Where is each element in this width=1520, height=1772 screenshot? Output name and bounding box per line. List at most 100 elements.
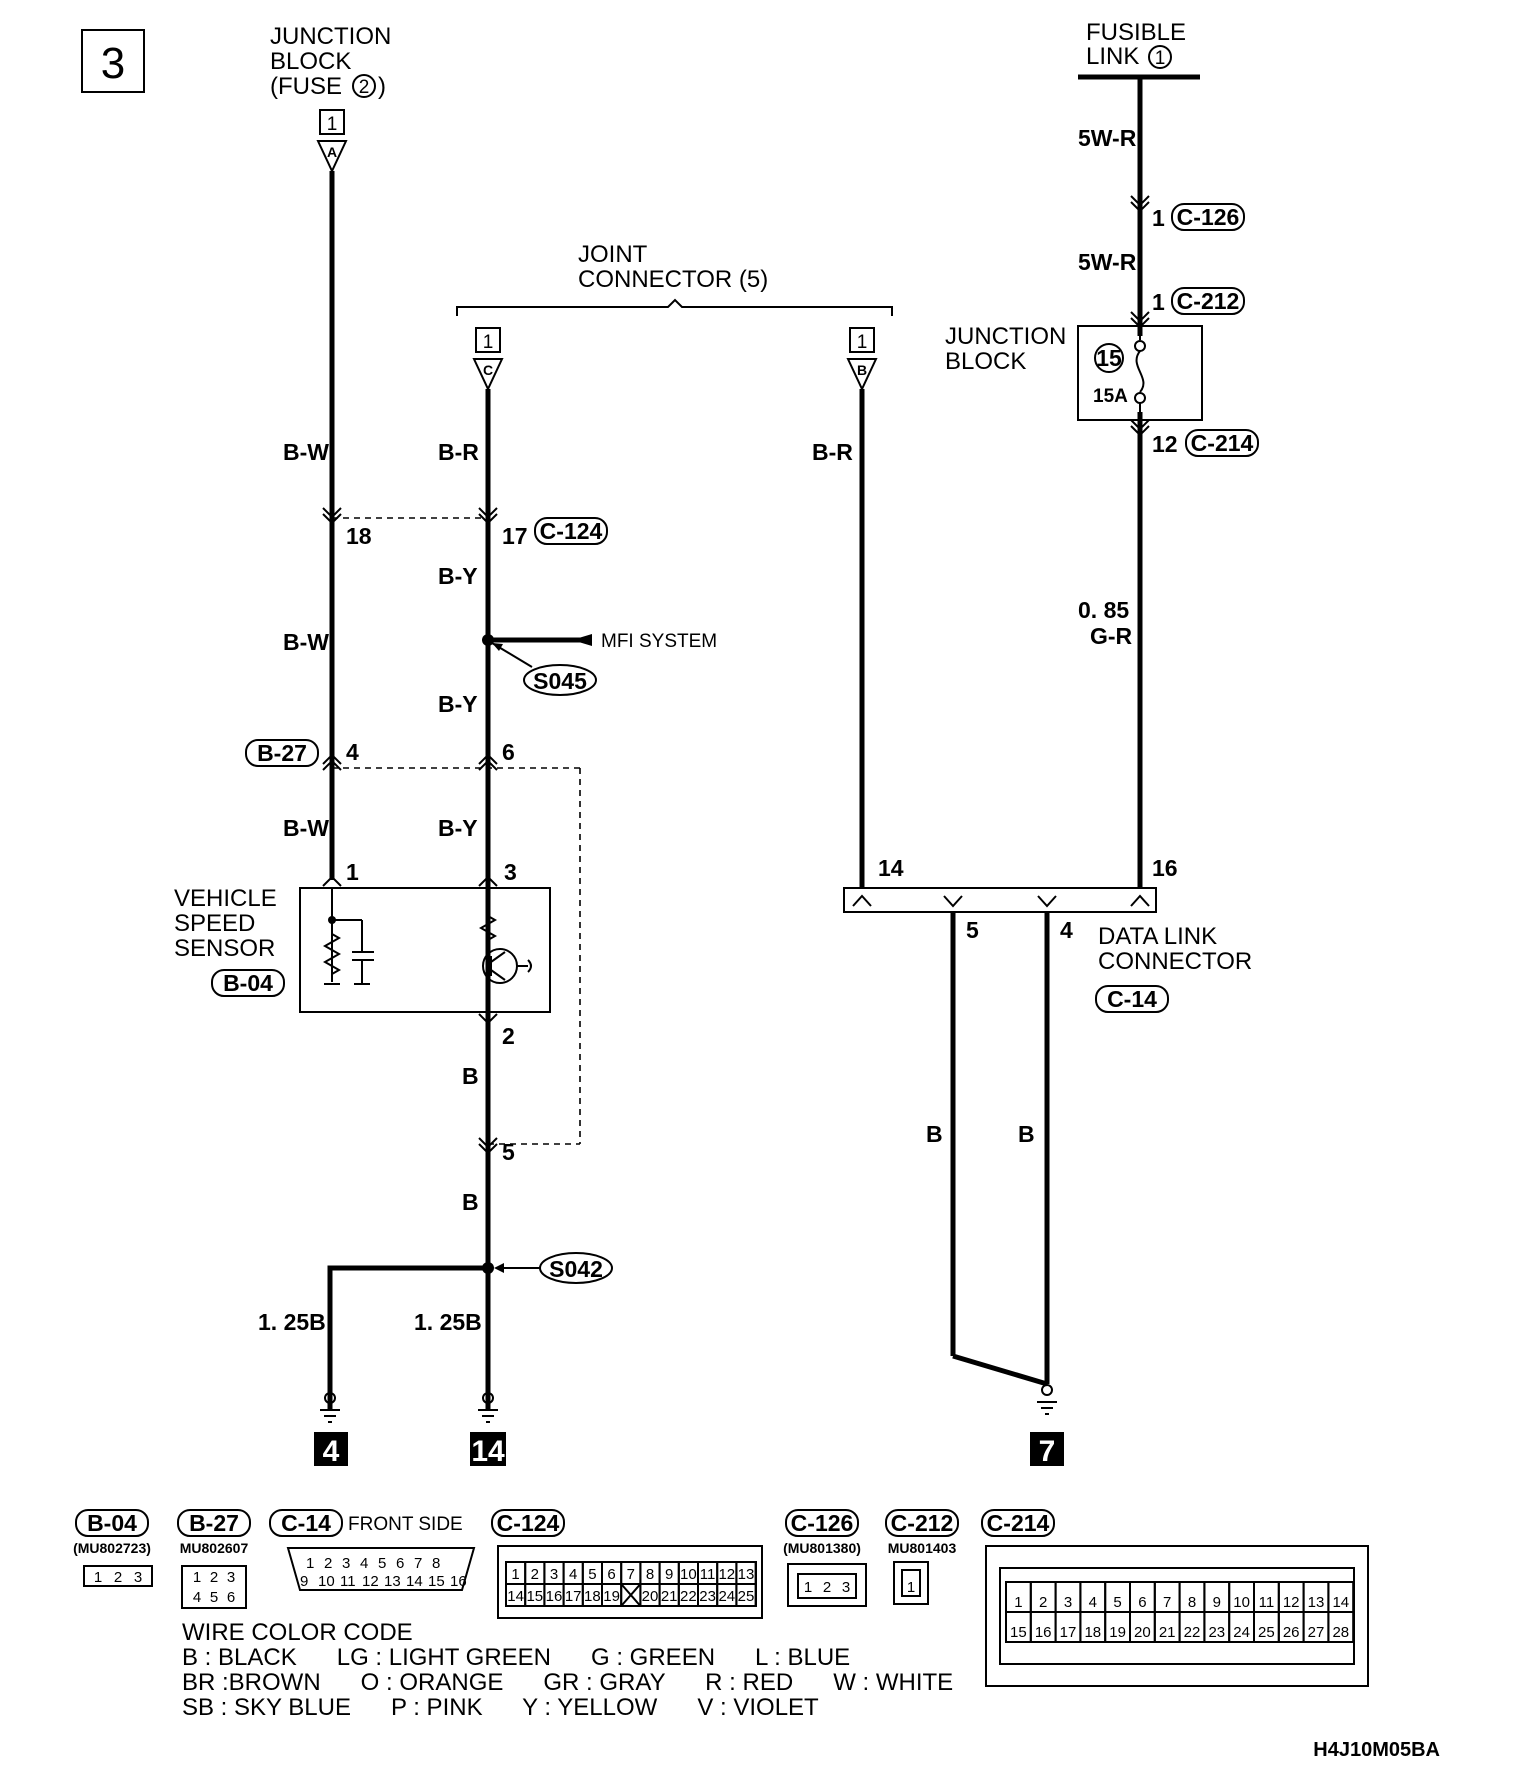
connector-tag-b04: B-04 <box>211 969 285 997</box>
svg-text:C-212: C-212 <box>891 1510 954 1536</box>
svg-text:): ) <box>378 73 386 100</box>
connector-pin-label: 19 <box>1109 1624 1126 1641</box>
connector-pin-label: 7 <box>1163 1594 1171 1611</box>
connector-pin-label: 3 <box>550 1566 558 1583</box>
svg-text:S045: S045 <box>533 668 587 694</box>
connector-pin-label: 16 <box>1035 1624 1052 1641</box>
connector-pin-label: 4 <box>1089 1594 1097 1611</box>
connector-tag-c126: C-126 <box>1171 203 1245 231</box>
pin-1-vss: 1 <box>346 859 359 885</box>
connector-tag-c124: C-124 <box>534 517 608 545</box>
svg-text:A: A <box>327 144 337 160</box>
connector-pin-label: 23 <box>1208 1624 1225 1641</box>
fuse-number-circle <box>1094 343 1124 373</box>
svg-text:DATA LINK: DATA LINK <box>1098 923 1217 950</box>
svg-text:11: 11 <box>340 1573 356 1590</box>
connector-pin-label: 6 <box>607 1566 615 1583</box>
mfi-system-label: MFI SYSTEM <box>601 631 717 652</box>
svg-text:BLOCK: BLOCK <box>945 348 1026 375</box>
wire-label-b-4: B <box>1018 1121 1035 1147</box>
svg-text:12: 12 <box>362 1573 379 1590</box>
svg-text:1: 1 <box>804 1579 812 1596</box>
ground-point-7 <box>1030 1432 1064 1466</box>
connector-pin-label: 25 <box>1258 1624 1275 1641</box>
svg-text:B: B <box>857 362 867 378</box>
svg-text:FUSIBLE: FUSIBLE <box>1086 19 1186 46</box>
svg-text:S042: S042 <box>549 1256 603 1282</box>
svg-text:C-124: C-124 <box>497 1510 560 1536</box>
connector-triangle-c <box>472 358 504 392</box>
data-link-connector-label: DATA LINK CONNECTOR <box>1098 923 1252 975</box>
arrow-icon <box>572 634 592 646</box>
connector-pin-label: 2 <box>531 1566 539 1583</box>
connector-pin-label: 19 <box>603 1588 620 1605</box>
junction-block-fuse-label: JUNCTION BLOCK (FUSE 2 ) <box>270 23 391 100</box>
svg-text:FRONT SIDE: FRONT SIDE <box>348 1514 463 1535</box>
svg-text:C-126: C-126 <box>1177 204 1240 230</box>
wire-color-code-legend: WIRE COLOR CODE B : BLACK LG : LIGHT GRE… <box>182 1619 953 1721</box>
connector-pin-label: 18 <box>584 1588 601 1605</box>
wire-label-b-3: B <box>926 1121 943 1147</box>
wire-label-gr: G-R <box>1090 623 1133 649</box>
wire-label-b-2: B <box>462 1189 479 1215</box>
wire-label-125b-1: 1. 25B <box>258 1309 326 1335</box>
connector-pin-label: 15 <box>1010 1624 1027 1641</box>
connector-pin-label: 4 <box>569 1566 577 1583</box>
connector-tag-b27: B-27 <box>245 739 319 767</box>
fuse-number: 15 <box>1096 345 1122 371</box>
connector-pin-label: 10 <box>680 1566 697 1583</box>
connector-pin-label: 8 <box>1188 1594 1196 1611</box>
connector-pin-label: 25 <box>738 1588 755 1605</box>
figure-code: H4J10M05BA <box>1313 1739 1440 1761</box>
fuse-rating: 15A <box>1093 386 1128 407</box>
pin-6: 6 <box>502 739 515 765</box>
svg-text:3: 3 <box>134 1569 142 1586</box>
connector-pin-label: 17 <box>1060 1624 1077 1641</box>
connector-pin-label: 9 <box>1213 1594 1221 1611</box>
wire-label-by-3: B-Y <box>438 815 478 841</box>
connector-view-c126: C-126 (MU801380) 1 2 3 <box>783 1509 867 1607</box>
connector-tag-c14: C-14 <box>1095 985 1169 1013</box>
svg-text:8: 8 <box>432 1555 440 1572</box>
blank-pin-mark <box>620 1583 642 1607</box>
connector-pin-label: 18 <box>1084 1624 1101 1641</box>
page-number: 3 <box>101 39 125 88</box>
pin-2-vss: 2 <box>502 1023 515 1049</box>
svg-text:B-04: B-04 <box>223 970 273 996</box>
svg-text:5: 5 <box>378 1555 386 1572</box>
svg-text:MU802607: MU802607 <box>180 1540 249 1556</box>
connector-pin-label: 21 <box>1159 1624 1176 1641</box>
svg-text:15: 15 <box>428 1573 445 1590</box>
svg-text:SPEED: SPEED <box>174 910 255 937</box>
svg-text:B-04: B-04 <box>87 1510 137 1536</box>
connector-pin-cell <box>1327 1611 1355 1643</box>
wire-color-code-line-2: BR :BROWN O : ORANGE GR : GRAY R : RED W… <box>182 1669 953 1696</box>
connector-pin-label: 15 <box>526 1588 543 1605</box>
wire-label-085: 0. 85 <box>1078 597 1129 623</box>
wire-label-by-2: B-Y <box>438 691 478 717</box>
joint-connector-label: JOINT CONNECTOR (5) <box>578 241 768 293</box>
connector-pin-label: 14 <box>1332 1594 1349 1611</box>
pin-17: 17 <box>502 523 528 549</box>
pin-1-c212: 1 <box>1152 289 1165 315</box>
vehicle-speed-sensor-label: VEHICLE SPEED SENSOR <box>174 885 277 962</box>
svg-text:2: 2 <box>210 1569 218 1586</box>
connector-pin-label: 12 <box>718 1566 735 1583</box>
connector-view-c14: C-14 FRONT SIDE 1 2 3 4 5 6 7 8 9 10 11 … <box>269 1509 476 1591</box>
pin-3-vss: 3 <box>504 859 517 885</box>
svg-text:1: 1 <box>306 1555 314 1572</box>
connector-tag-c212: C-212 <box>1171 287 1245 315</box>
svg-text:B-27: B-27 <box>189 1510 239 1536</box>
svg-text:(MU802723): (MU802723) <box>73 1540 151 1556</box>
svg-text:14: 14 <box>471 1435 505 1468</box>
svg-text:4: 4 <box>323 1435 340 1468</box>
svg-text:SENSOR: SENSOR <box>174 935 275 962</box>
svg-text:14: 14 <box>406 1573 423 1590</box>
ground-symbol-icon <box>1037 1384 1057 1415</box>
connector-pin-label: 28 <box>1332 1624 1349 1641</box>
